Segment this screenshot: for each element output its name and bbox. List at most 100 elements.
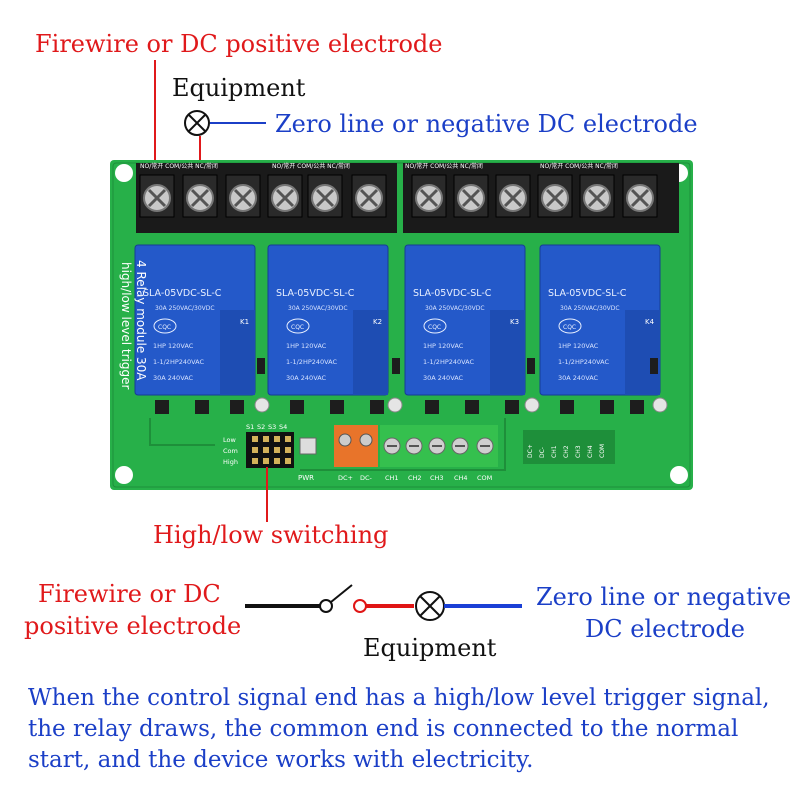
zero-line-label-bottom-1: Zero line or negative [536, 583, 792, 611]
terminal-screw [622, 174, 658, 218]
cqc-logo [558, 318, 582, 334]
right-pin-header [523, 430, 615, 464]
smd-component [505, 400, 519, 414]
signal-screw [405, 437, 423, 455]
right-pin-label: CH1 [551, 445, 558, 458]
smd-component [560, 400, 574, 414]
jumper-pin [285, 458, 291, 464]
jumper-header-label: S3 [268, 423, 276, 431]
switch-lever [330, 584, 353, 603]
terminal-screw [225, 174, 261, 218]
lamp-icon-bottom [415, 591, 445, 621]
high-low-switching-label: High/low switching [153, 521, 389, 549]
signal-screw [451, 437, 469, 455]
jumper-header-label: S2 [257, 423, 265, 431]
jumper-pin [285, 447, 291, 453]
terminal-screw [495, 174, 531, 218]
relay-id: K1 [240, 318, 249, 326]
relay-model-text: SLA-05VDC-SL-C [548, 288, 627, 299]
jumper-header-label: S1 [246, 423, 254, 431]
switch-contact-left [319, 599, 333, 613]
diode-component [527, 358, 535, 374]
relay-model-text: SLA-05VDC-SL-C [276, 288, 355, 299]
relay-model-text: SLA-05VDC-SL-C [413, 288, 492, 299]
pwr-label: PWR [298, 474, 314, 482]
led-component [524, 397, 540, 413]
relay-spec-3: 30A 240VAC [153, 374, 194, 382]
relay-id: K2 [373, 318, 382, 326]
input-label: CH3 [430, 474, 444, 482]
signal-input-terminal [380, 425, 498, 467]
description-paragraph: When the control signal end has a high/l… [28, 685, 770, 773]
equipment-label-top: Equipment [172, 74, 306, 102]
jumper-pin [274, 458, 280, 464]
smd-component [630, 400, 644, 414]
smd-component [370, 400, 384, 414]
equipment-label-bottom: Equipment [363, 634, 497, 662]
relay-id: K4 [645, 318, 655, 326]
cqc-logo [153, 318, 177, 334]
jumper-header-label: S4 [279, 423, 287, 431]
zero-line-label-top: Zero line or negative DC electrode [275, 110, 698, 138]
signal-screw [428, 437, 446, 455]
signal-screw [383, 437, 401, 455]
input-label: CH1 [385, 474, 399, 482]
smd-component [290, 400, 304, 414]
jumper-pin [274, 436, 280, 442]
jumper-pin [263, 436, 269, 442]
right-pin-label: CH3 [575, 445, 582, 458]
terminal-screw [453, 174, 489, 218]
jumper-pin [252, 436, 258, 442]
smd-component [230, 400, 244, 414]
diode-component [650, 358, 658, 374]
lamp-icon-top [184, 110, 210, 136]
terminal-screw [351, 174, 387, 218]
led-component [254, 397, 270, 413]
terminal-screw [182, 174, 218, 218]
signal-screw [476, 437, 494, 455]
input-label: COM [477, 474, 492, 482]
right-pin-label: DC+ [527, 444, 534, 458]
relay-spec-2: 1-1/2HP240VAC [286, 358, 338, 366]
input-label: DC+ [338, 474, 353, 482]
input-label: CH2 [408, 474, 422, 482]
relay-cert-text: CQC [291, 324, 304, 331]
jumper-row-label: Low [223, 436, 236, 444]
zero-line-label-bottom-2: DC electrode [585, 615, 745, 643]
terminal-screw [537, 174, 573, 218]
smd-component [195, 400, 209, 414]
firewire-label-bottom-2: positive electrode [24, 612, 242, 640]
relay-spec-2: 1-1/2HP240VAC [423, 358, 475, 366]
relay-spec-3: 30A 240VAC [423, 374, 464, 382]
terminal-screw [267, 174, 303, 218]
board-side-text-1: 4 Relay module 30A [134, 260, 148, 381]
right-pin-label: COM [599, 444, 606, 458]
cqc-logo [423, 318, 447, 334]
switch-contact-right [353, 599, 367, 613]
led-component [387, 397, 403, 413]
cqc-logo [286, 318, 310, 334]
relay-spec-1: 1HP 120VAC [558, 342, 599, 350]
relay-spec-3: 30A 240VAC [286, 374, 327, 382]
jumper-pin [285, 436, 291, 442]
relay-spec-2: 1-1/2HP240VAC [558, 358, 610, 366]
relay-2: SLA-05VDC-SL-C 30A 250VAC/30VDC CQC 1HP 120… [267, 244, 389, 396]
relay-rating-text: 30A 250VAC/30VDC [288, 305, 348, 312]
right-pin-label: DC- [539, 447, 546, 458]
led-component [652, 397, 668, 413]
jumper-pin [263, 447, 269, 453]
diode-component [257, 358, 265, 374]
relay-spec-1: 1HP 120VAC [286, 342, 327, 350]
relay-spec-2: 1-1/2HP240VAC [153, 358, 205, 366]
jumper-pin [263, 458, 269, 464]
relay-id: K3 [510, 318, 519, 326]
right-pin-label: CH4 [587, 445, 594, 458]
smd-component [425, 400, 439, 414]
terminal-tag: NO/常开 COM/公共 NC/常闭 [140, 162, 218, 170]
board-side-text-2: high/low level trigger [119, 262, 133, 389]
terminal-tag: NO/常开 COM/公共 NC/常闭 [272, 162, 350, 170]
firewire-label-top: Firewire or DC positive electrode [35, 30, 443, 58]
relay-cert-text: CQC [563, 324, 576, 331]
power-input-terminal [334, 425, 378, 467]
